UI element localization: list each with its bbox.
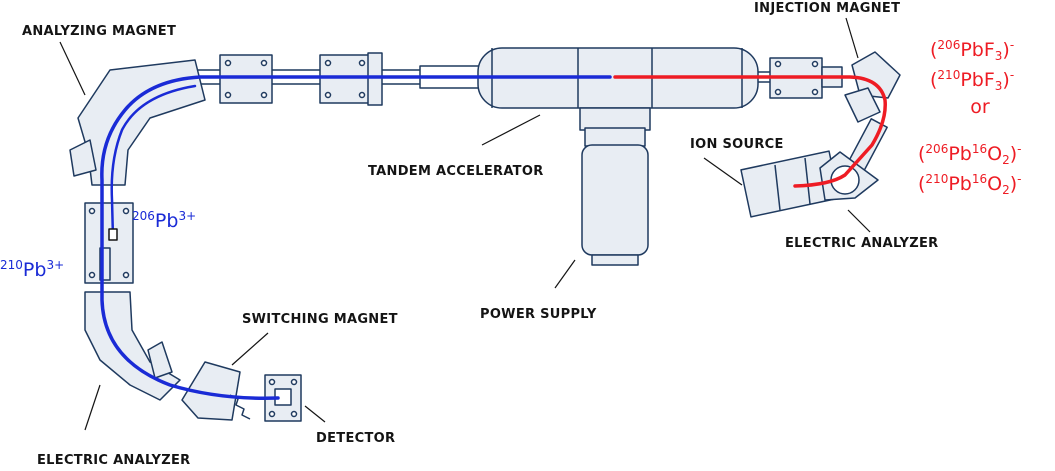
- beam-stop: [108, 228, 118, 241]
- power-supply-column: [581, 127, 649, 266]
- red-beam: [613, 75, 887, 188]
- ion-label-pb210-3plus: 210Pb3+: [0, 258, 65, 281]
- leader-lines: [59, 17, 871, 431]
- label-detector: DETECTOR: [316, 431, 396, 446]
- ion-source: [740, 150, 840, 218]
- ion-label-pbf3-206: (206PbF3)-: [930, 38, 1015, 63]
- injection-magnet: [844, 51, 901, 123]
- switching-magnet: [181, 361, 251, 421]
- ion-label-pbf3-210: (210PbF3)-: [930, 68, 1015, 93]
- vertical-beam-box: [84, 202, 134, 284]
- ion-label-pb206-3plus: 206Pb3+: [132, 209, 197, 232]
- electric-analyzer-left: [84, 291, 181, 401]
- vacuum-box-1: [219, 54, 273, 104]
- label-injection-magnet: INJECTION MAGNET: [754, 1, 901, 16]
- ion-label-or: or: [970, 96, 990, 118]
- label-electric-analyzer-left: ELECTRIC ANALYZER: [37, 453, 191, 468]
- blue-beam-secondary: [110, 84, 197, 240]
- blue-beam-main: [100, 75, 612, 400]
- electric-analyzer-right: [819, 151, 879, 201]
- tandem-accelerator-tank: [477, 47, 759, 131]
- label-tandem-accelerator: TANDEM ACCELERATOR: [368, 164, 544, 179]
- label-electric-analyzer-right: ELECTRIC ANALYZER: [785, 236, 939, 251]
- label-ion-source: ION SOURCE: [690, 137, 784, 152]
- ion-label-pbo2-210: (210Pb16O2)-: [918, 172, 1022, 197]
- label-analyzing-magnet: ANALYZING MAGNET: [22, 24, 177, 39]
- label-power-supply: POWER SUPPLY: [480, 307, 597, 322]
- ion-label-pbo2-206: (206Pb16O2)-: [918, 142, 1022, 167]
- label-switching-magnet: SWITCHING MAGNET: [242, 312, 398, 327]
- vacuum-box-2: [319, 52, 383, 106]
